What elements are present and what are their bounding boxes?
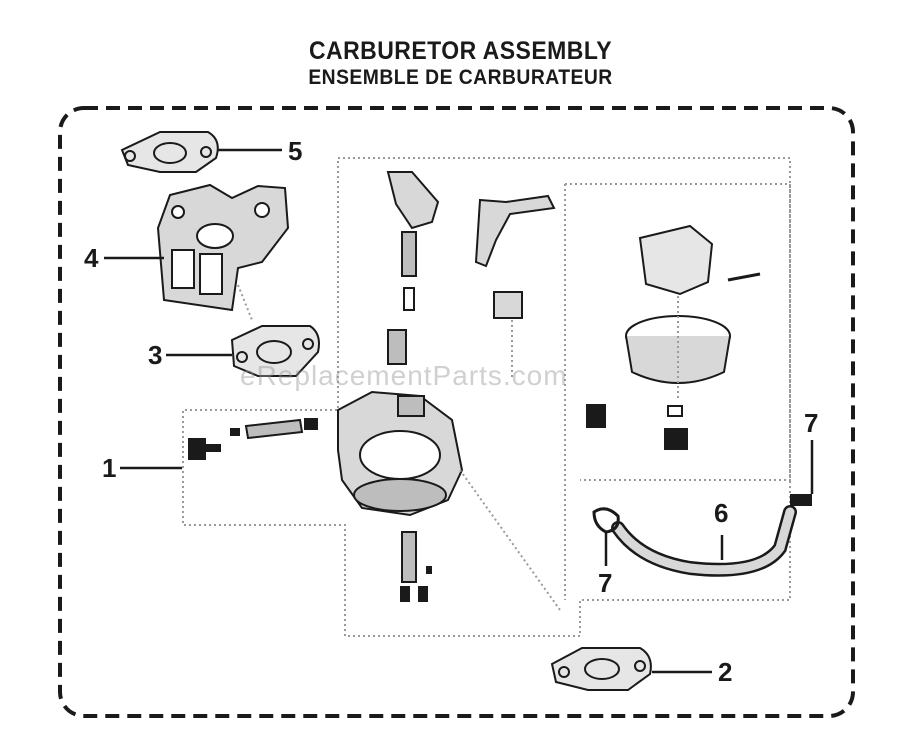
diagram-subtitle: ENSEMBLE DE CARBURATEUR [308,66,613,89]
callout-2: 2 [718,657,733,687]
watermark-text: eReplacementParts.com [240,360,568,391]
gasket-part-5 [120,131,219,173]
callout-1: 1 [102,453,117,483]
carburetor-body-part-1 [337,329,464,517]
float [638,224,761,296]
callout-7-bottom: 7 [598,568,613,598]
subassembly-outline-main [182,157,791,637]
callout-6: 6 [714,498,729,528]
callout-5: 5 [288,136,303,166]
main-jet [400,531,432,602]
gasket-part-3 [230,325,320,377]
subassembly-outline-bowl [565,183,791,481]
callout-7-top: 7 [804,408,819,438]
float-bowl [586,315,731,450]
hose-clamp-part-7-right [790,494,812,506]
throttle-lever [474,194,556,319]
callout-3: 3 [148,340,163,370]
gasket-part-2 [550,647,652,691]
assembly-boundary [58,106,855,718]
title-block: CARBURETOR ASSEMBLY ENSEMBLE DE CARBURAT… [0,36,921,90]
insulator-part-4 [156,183,290,312]
hose-clamp-part-7-left [592,507,620,534]
choke-lever [386,171,440,311]
idle-screw [188,418,318,460]
diagram-title: CARBURETOR ASSEMBLY [308,37,613,65]
callout-4: 4 [84,243,99,273]
